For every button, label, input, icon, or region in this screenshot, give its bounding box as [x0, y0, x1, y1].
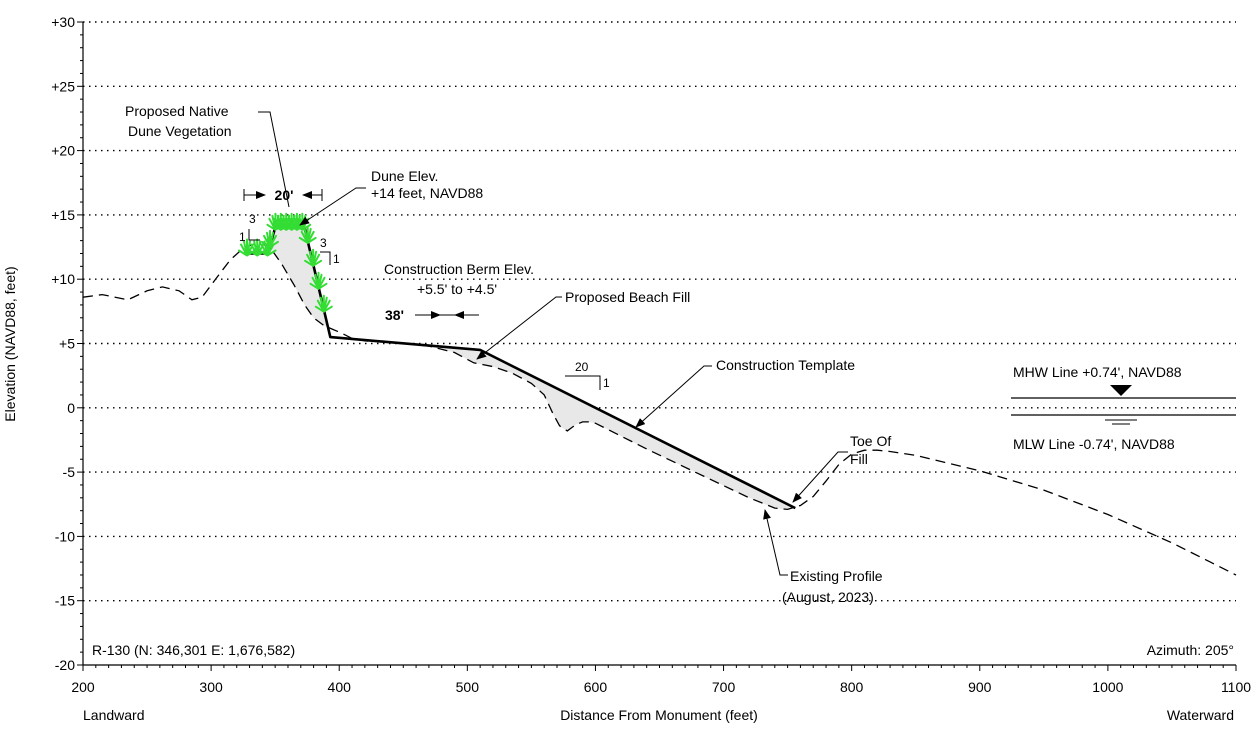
left-slope-rise: 1: [239, 230, 246, 244]
y-tick-label: +25: [51, 78, 75, 94]
vegetation-label-line1: Proposed Native: [125, 103, 229, 119]
x-tick-label: 200: [71, 679, 95, 695]
axis-ticks: [77, 21, 1237, 671]
beach-slope-rise: 1: [603, 376, 610, 390]
mlw-label: MLW Line -0.74', NAVD88: [1013, 436, 1175, 452]
grass-icon: [314, 294, 333, 313]
y-tick-label: -20: [55, 657, 75, 673]
water-level-markers: MHW Line +0.74', NAVD88 MLW Line -0.74',…: [1011, 364, 1236, 452]
y-tick-label: +5: [59, 336, 75, 352]
berm-width-label: 38': [385, 307, 404, 323]
grid-lines: [83, 21, 1236, 602]
dune-elev-label: Dune Elev.+14 feet, NAVD88: [371, 168, 483, 201]
dune-elev-leader: [299, 187, 366, 226]
berm-elev-line1: Construction Berm Elev.: [384, 261, 534, 277]
x-tick-labels: 200 300 400 500 600 700 800 900 1000 1100: [71, 679, 1251, 695]
vegetation-leader: [258, 111, 290, 208]
left-slope-marker: 3 1: [239, 212, 260, 244]
x-tick-label: 700: [712, 679, 736, 695]
grass-icon: [309, 271, 328, 290]
dune-width-label: 20': [275, 187, 294, 203]
mhw-triangle-icon: [1110, 385, 1132, 396]
construction-template-leader: [635, 365, 712, 428]
y-tick-labels: +30 +25 +20 +15 +10 +5 0 -5 -10 -15 -20: [51, 14, 75, 673]
y-tick-label: -10: [55, 528, 75, 544]
y-axis-title: Elevation (NAVD88, feet): [2, 266, 18, 421]
x-tick-label: 1000: [1092, 679, 1123, 695]
berm-elev-line2: +5.5' to +4.5': [417, 281, 497, 297]
x-tick-label: 300: [199, 679, 223, 695]
dune-elev-line1: Dune Elev.: [371, 168, 438, 184]
vegetation-label-line2: Dune Vegetation: [128, 123, 232, 139]
x-axis-title: Distance From Monument (feet): [560, 707, 758, 723]
x-tick-label: 400: [328, 679, 352, 695]
right-slope-marker: 3 1: [320, 236, 340, 266]
toe-of-fill-line2: Fill: [850, 451, 868, 467]
grass-icon: [304, 248, 323, 267]
x-axis-landward-label: Landward: [83, 707, 145, 723]
y-tick-label: +10: [51, 271, 75, 287]
y-tick-label: +15: [51, 207, 75, 223]
grass-icon: [258, 238, 277, 257]
existing-profile-line2: (August, 2023): [782, 589, 874, 605]
existing-profile-leader: [763, 509, 788, 576]
x-tick-label: 800: [840, 679, 864, 695]
x-tick-label: 900: [968, 679, 992, 695]
berm-elev-label: Construction Berm Elev. +5.5' to +4.5': [384, 261, 534, 297]
azimuth-label: Azimuth: 205°: [1147, 642, 1234, 658]
mhw-label: MHW Line +0.74', NAVD88: [1013, 364, 1182, 380]
x-tick-label: 600: [584, 679, 608, 695]
grass-icon: [261, 229, 279, 248]
existing-profile-line: [82, 242, 1237, 576]
dune-elev-line2: +14 feet, NAVD88: [371, 185, 483, 201]
y-tick-label: -15: [55, 593, 75, 609]
x-axis-waterward-label: Waterward: [1167, 707, 1234, 723]
beach-slope-run: 20: [575, 360, 589, 374]
toe-of-fill-line1: Toe Of: [850, 433, 891, 449]
existing-profile-line1: Existing Profile: [790, 568, 883, 584]
existing-profile-label: Existing Profile (August, 2023): [782, 568, 883, 605]
beach-slope-marker: 20 1: [565, 360, 610, 390]
y-tick-label: +30: [51, 14, 75, 30]
left-slope-run: 3: [249, 212, 256, 226]
y-tick-label: +20: [51, 143, 75, 159]
beach-fill-label: Proposed Beach Fill: [565, 289, 690, 305]
x-tick-label: 1100: [1221, 679, 1251, 695]
y-tick-label: -5: [63, 464, 76, 480]
construction-template-label: Construction Template: [716, 357, 855, 373]
x-tick-label: 500: [456, 679, 480, 695]
toe-of-fill-label: Toe Of Fill: [850, 433, 891, 467]
berm-width-dimension: 38': [385, 307, 479, 323]
dune-width-dimension: 20': [243, 187, 323, 203]
right-slope-rise: 1: [333, 252, 340, 266]
beach-fill-leader: [476, 296, 562, 360]
grass-icon: [298, 225, 317, 244]
toe-of-fill-leader: [792, 451, 848, 503]
right-slope-run: 3: [320, 236, 327, 250]
y-tick-label: 0: [67, 400, 75, 416]
profile-id-label: R-130 (N: 346,301 E: 1,676,582): [92, 642, 295, 658]
